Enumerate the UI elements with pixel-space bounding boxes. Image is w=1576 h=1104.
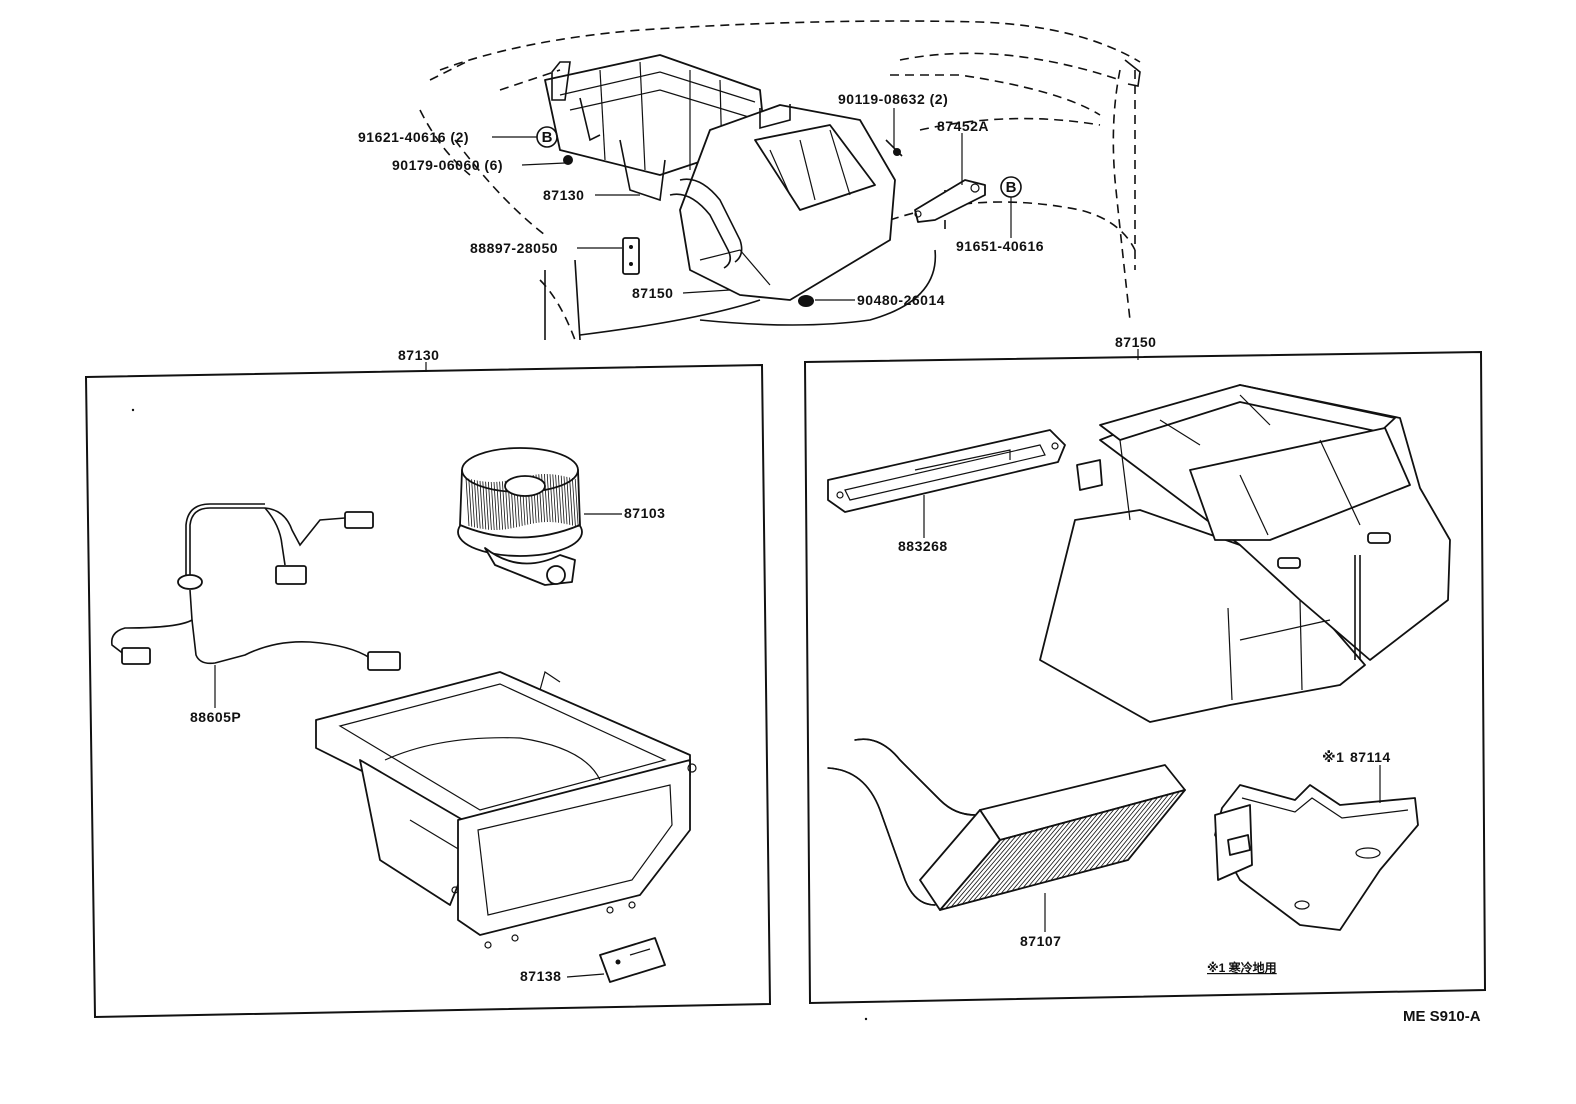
callout-91621-40616: 91621-40616 (2) xyxy=(358,129,469,145)
callout-87150-top: 87150 xyxy=(632,285,673,301)
heater-case xyxy=(1039,384,1451,723)
callout-88897-28050: 88897-28050 xyxy=(470,240,558,256)
callout-87452A: 87452A xyxy=(937,118,989,134)
drawing-code: ME S910-A xyxy=(1403,1008,1481,1025)
blower-motor-87103 xyxy=(457,447,583,586)
heater-core-87107 xyxy=(827,738,1186,911)
blower-case xyxy=(315,671,697,949)
top-assembly-illustration: B B xyxy=(419,20,1141,341)
callout-90480-26014: 90480-26014 xyxy=(857,292,945,308)
label-87138: 87138 xyxy=(520,968,561,984)
callout-91651-40616: 91651-40616 xyxy=(956,238,1044,254)
callout-90179-06060: 90179-06060 (6) xyxy=(392,157,503,173)
cover-87114 xyxy=(1214,784,1419,931)
label-cover-mark: ※1 xyxy=(1322,749,1344,765)
servo-motor-883268 xyxy=(827,429,1066,513)
label-883268: 883268 xyxy=(898,538,948,554)
left-panel-87130: 87130 87103 88605P xyxy=(84,347,772,1019)
label-88605P: 88605P xyxy=(190,709,241,725)
label-87103: 87103 xyxy=(624,505,665,521)
left-panel-title: 87130 xyxy=(398,347,439,363)
note-cold-climate: ※1 寒冷地用 xyxy=(1207,960,1277,975)
callout-90119-08632: 90119-08632 (2) xyxy=(838,91,948,107)
marker-b-left: B xyxy=(542,129,553,146)
marker-b-right: B xyxy=(1006,179,1017,196)
right-panel-title: 87150 xyxy=(1115,334,1156,350)
wire-harness-88605P xyxy=(110,503,401,671)
resistor-87138 xyxy=(599,937,666,983)
right-panel-87150: 87150 883268 xyxy=(803,334,1487,1005)
label-87107: 87107 xyxy=(1020,933,1061,949)
callout-87130-top: 87130 xyxy=(543,187,584,203)
label-87114: 87114 xyxy=(1350,749,1391,765)
